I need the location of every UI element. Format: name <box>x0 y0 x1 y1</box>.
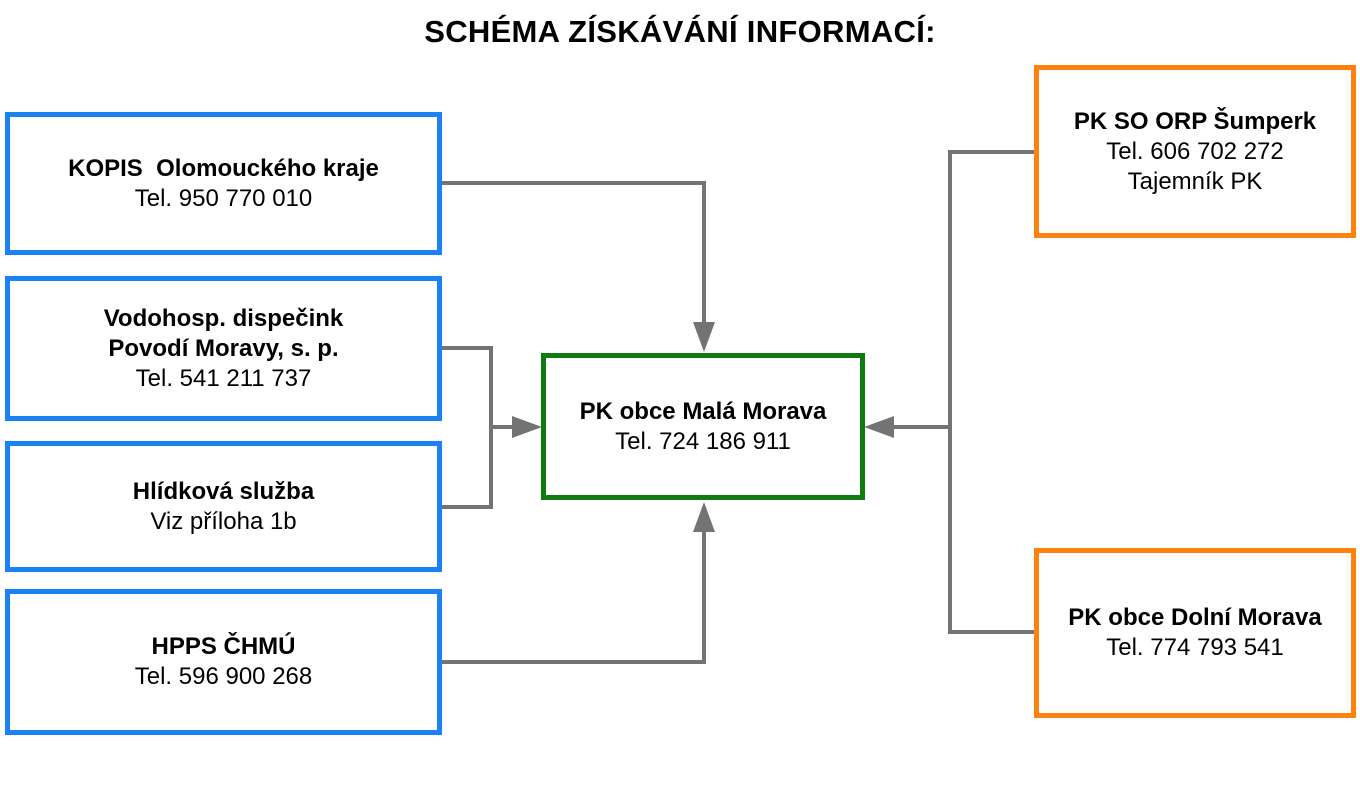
arrowhead-down <box>693 322 715 352</box>
diagram-title: SCHÉMA ZÍSKÁVÁNÍ INFORMACÍ: <box>424 14 936 49</box>
node-hlidkova-detail: Viz příloha 1b <box>150 507 297 535</box>
node-dolni: PK obce Dolní Morava Tel. 774 793 541 <box>1034 548 1356 718</box>
node-sumperk-role: Tajemník PK <box>1127 167 1263 195</box>
arrowhead-right <box>512 416 542 438</box>
node-vodohosp-phone: Tel. 541 211 737 <box>135 364 312 392</box>
connector-kopis-to-center <box>440 181 706 330</box>
node-sumperk-name: PK SO ORP Šumperk <box>1073 107 1317 135</box>
node-vodohosp-name-line1: Vodohosp. dispečink <box>103 304 344 332</box>
node-hlidkova: Hlídková služba Viz příloha 1b <box>5 441 442 572</box>
node-kopis: KOPIS Olomouckého kraje Tel. 950 770 010 <box>5 112 442 255</box>
node-vodohosp: Vodohosp. dispečink Povodí Moravy, s. p.… <box>5 276 442 421</box>
node-dolni-phone: Tel. 774 793 541 <box>1106 634 1284 661</box>
node-vodohosp-name-line2: Povodí Moravy, s. p. <box>108 334 339 362</box>
node-center-phone: Tel. 724 186 911 <box>615 427 791 455</box>
connector-hpps-to-center <box>440 528 706 664</box>
arrowhead-up <box>693 502 715 532</box>
node-kopis-phone: Tel. 950 770 010 <box>134 184 313 212</box>
node-sumperk: PK SO ORP Šumperk Tel. 606 702 272 Tajem… <box>1034 65 1356 238</box>
node-center-name: PK obce Malá Morava <box>579 397 827 425</box>
connector-peers-bracket <box>948 150 1037 634</box>
connector-vodohosp-hlidkova-bracket <box>440 346 493 509</box>
node-kopis-name: KOPIS Olomouckého kraje <box>68 154 379 182</box>
node-hlidkova-name: Hlídková služba <box>132 477 315 505</box>
node-hpps: HPPS ČHMÚ Tel. 596 900 268 <box>5 589 442 735</box>
node-center: PK obce Malá Morava Tel. 724 186 911 <box>541 353 865 500</box>
node-hpps-phone: Tel. 596 900 268 <box>134 663 313 690</box>
arrowhead-left <box>864 416 894 438</box>
node-dolni-name: PK obce Dolní Morava <box>1068 604 1322 631</box>
node-hpps-name: HPPS ČHMÚ <box>151 633 296 660</box>
node-sumperk-phone: Tel. 606 702 272 <box>1106 137 1284 165</box>
